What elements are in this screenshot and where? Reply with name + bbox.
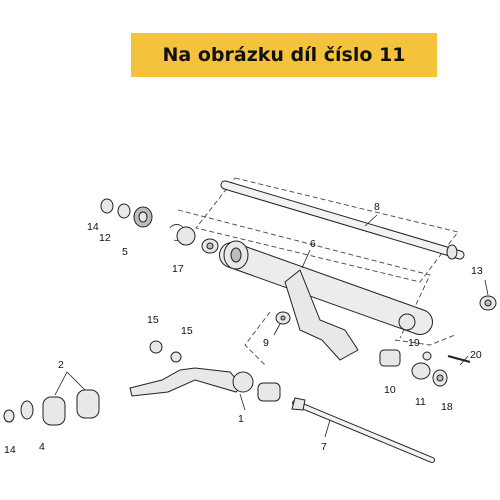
right-hardware	[379, 349, 471, 387]
part-13-nut	[479, 295, 497, 311]
callout-labels: 8 6 13 14 12 5 17 9 19 20 10 11 18 15 15…	[4, 201, 483, 456]
callout-9: 9	[263, 337, 269, 349]
part-6-swing-arm	[219, 240, 433, 361]
part-9-washer	[275, 311, 291, 325]
part-17-bushing	[201, 238, 219, 254]
callout-16: 15	[181, 325, 193, 337]
callout-13: 13	[471, 265, 483, 277]
callout-15b: 15	[147, 314, 159, 326]
callout-12: 12	[99, 232, 111, 244]
part-2-bushings	[3, 389, 100, 426]
callout-11: 11	[415, 396, 426, 408]
callout-15a: 14	[87, 221, 99, 233]
part-8-shaft	[220, 180, 465, 260]
left-hardware	[100, 198, 196, 246]
callout-1: 1	[238, 413, 244, 425]
callout-2: 2	[58, 359, 64, 371]
callout-10: 10	[384, 384, 396, 396]
callout-14: 14	[4, 444, 16, 456]
callout-7: 7	[321, 441, 327, 453]
leader-lines	[54, 214, 489, 438]
callout-20: 20	[470, 349, 482, 361]
callout-6: 6	[310, 238, 316, 250]
part-7-bolt	[291, 397, 435, 463]
callout-5: 5	[122, 246, 128, 258]
banner-text: Na obrázku díl číslo 11	[162, 44, 406, 66]
callout-18: 18	[441, 401, 453, 413]
callout-19: 19	[408, 337, 420, 349]
callout-8: 8	[374, 201, 380, 213]
highlight-banner: Na obrázku díl číslo 11	[131, 33, 437, 77]
callout-17: 17	[172, 263, 184, 275]
callout-4: 4	[39, 441, 45, 453]
small-hardware	[149, 340, 182, 363]
part-1-link-rod	[129, 367, 281, 402]
